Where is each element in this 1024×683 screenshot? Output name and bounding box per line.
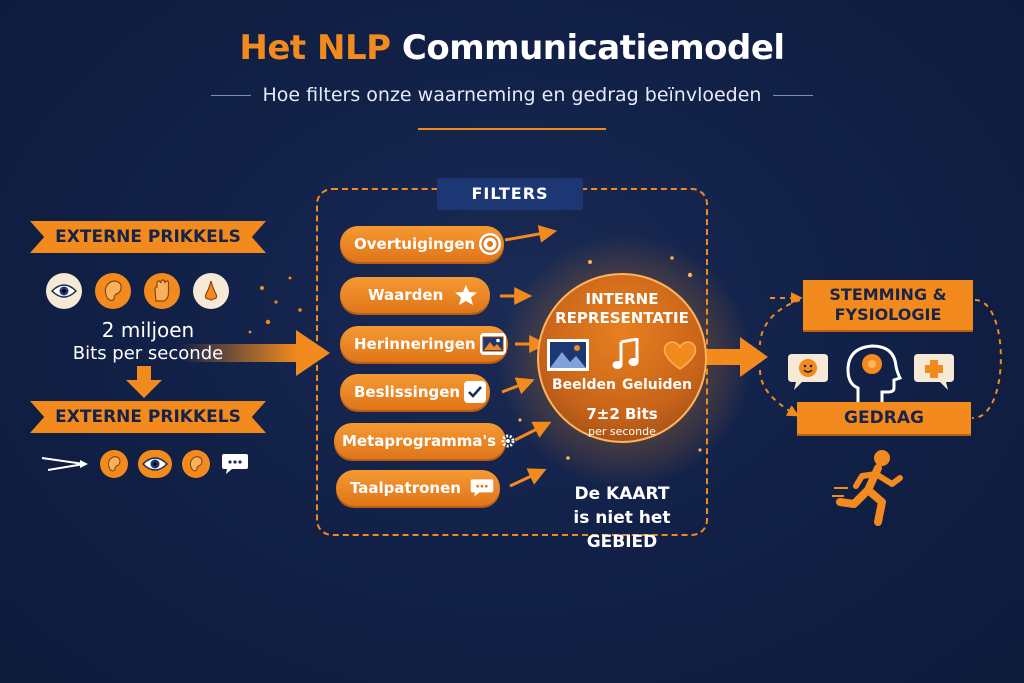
representation-title: INTERNE REPRESENTATIE bbox=[537, 290, 707, 328]
input-bits-text: 2 miljoen Bits per seconde bbox=[30, 318, 266, 366]
filter-beslissingen: Beslissingen bbox=[340, 374, 490, 410]
speech-bubble-icon bbox=[469, 477, 495, 499]
bits-value: 7±2 Bits bbox=[586, 405, 658, 423]
stemming-line2: FYSIOLOGIE bbox=[834, 305, 942, 324]
ear-icon bbox=[100, 450, 128, 478]
filter-label: Metaprogramma's bbox=[342, 432, 496, 450]
title-underline bbox=[418, 128, 606, 130]
picture-icon bbox=[547, 339, 589, 371]
gedrag-box: GEDRAG bbox=[797, 402, 971, 434]
head-brain-icon bbox=[846, 344, 903, 402]
representation-bits: 7±2 Bits per seconde bbox=[537, 406, 707, 440]
representation-title-line1: INTERNE bbox=[585, 290, 659, 308]
sparkles-left bbox=[248, 276, 302, 334]
filter-overtuigingen: Overtuigingen bbox=[340, 226, 504, 262]
stemming-line1: STEMMING & bbox=[829, 285, 947, 304]
externe-prikkels-ribbon-bottom: EXTERNE PRIKKELS bbox=[30, 401, 266, 433]
hand-icon bbox=[144, 273, 180, 309]
filter-waarden: Waarden bbox=[340, 277, 490, 313]
music-note-icon bbox=[612, 338, 639, 369]
title-highlight: Het NLP bbox=[239, 28, 391, 68]
smiley-speech-icon bbox=[788, 354, 828, 390]
motion-arrows-icon bbox=[41, 457, 88, 471]
representation-labels: Beelden Geluiden bbox=[537, 377, 707, 393]
star-icon bbox=[453, 284, 479, 306]
label-geluiden: Geluiden bbox=[621, 377, 692, 393]
filter-taalpatronen: Taalpatronen bbox=[336, 470, 500, 506]
down-arrow-icon bbox=[126, 366, 162, 398]
representation-title-line2: REPRESENTATIE bbox=[555, 309, 689, 327]
filter-label: Beslissingen bbox=[354, 383, 461, 401]
picture-icon bbox=[479, 333, 506, 355]
filter-label: Waarden bbox=[368, 286, 444, 304]
representation-icons bbox=[546, 338, 698, 372]
ear-icon bbox=[95, 273, 131, 309]
checkbox-icon bbox=[464, 381, 487, 403]
kaart-gebied-text: De KAART is niet het GEBIED bbox=[540, 482, 704, 554]
subtitle-divider-left bbox=[210, 94, 251, 96]
externe-prikkels-ribbon-top: EXTERNE PRIKKELS bbox=[30, 221, 266, 253]
sense-icons-bottom bbox=[40, 450, 250, 478]
plus-speech-icon bbox=[914, 354, 954, 390]
filters-label: FILTERS bbox=[437, 178, 583, 210]
sense-icons-top bbox=[46, 273, 229, 309]
kaart-line2: is niet het GEBIED bbox=[573, 508, 671, 552]
ear-icon bbox=[182, 450, 210, 478]
running-person-icon bbox=[832, 450, 903, 526]
filter-herinneringen: Herinneringen bbox=[340, 326, 508, 362]
gear-icon bbox=[500, 430, 516, 452]
bits-amount: 2 miljoen bbox=[101, 318, 195, 342]
page-title: Het NLP Communicatiemodel bbox=[0, 28, 1024, 68]
bits-unit: Bits per seconde bbox=[72, 343, 224, 364]
bits-unit-small: per seconde bbox=[588, 425, 656, 438]
subtitle-row: Hoe filters onze waarneming en gedrag be… bbox=[0, 84, 1024, 106]
speech-bubble-icon bbox=[222, 454, 248, 474]
stemming-fysiologie-box: STEMMING & FYSIOLOGIE bbox=[803, 280, 973, 330]
input-arrow bbox=[180, 330, 330, 376]
kaart-line1: De KAART bbox=[574, 484, 670, 504]
subtitle-divider-right bbox=[773, 94, 814, 96]
page-subtitle: Hoe filters onze waarneming en gedrag be… bbox=[262, 84, 762, 106]
title-main: Communicatiemodel bbox=[401, 28, 785, 68]
eye-icon bbox=[46, 273, 82, 309]
filter-metaprogrammas: Metaprogramma's bbox=[334, 423, 515, 459]
target-icon bbox=[479, 233, 502, 255]
feedback-loops bbox=[759, 292, 1002, 420]
label-beelden: Beelden bbox=[552, 377, 616, 393]
eye-icon bbox=[138, 450, 172, 478]
heart-icon bbox=[663, 341, 697, 370]
filter-label: Overtuigingen bbox=[354, 235, 476, 253]
filter-label: Taalpatronen bbox=[350, 479, 461, 497]
filter-label: Herinneringen bbox=[354, 335, 476, 353]
state-icons bbox=[786, 340, 956, 404]
nose-icon bbox=[193, 273, 229, 309]
